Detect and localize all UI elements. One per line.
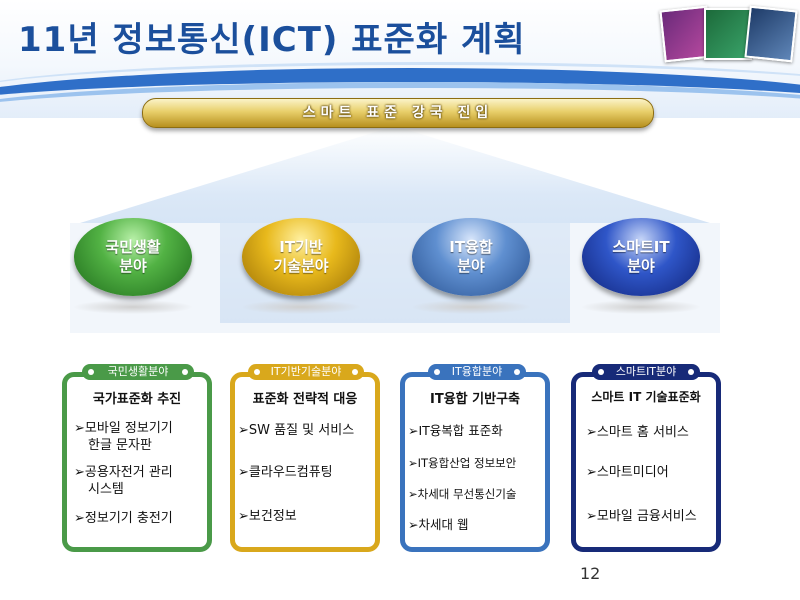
box-it-convergence: [400, 372, 550, 552]
list-item: ➢스마트 홈 서비스: [586, 425, 689, 440]
orb-label: IT기반: [279, 238, 323, 256]
box-title: 스마트 IT 기술표준화: [591, 390, 701, 404]
list-item: ➢IT융복합 표준화: [408, 423, 503, 438]
orb-label: 기술분야: [273, 257, 329, 275]
list-item: 한글 문자판: [88, 438, 152, 453]
list-item: ➢정보기기 충전기: [74, 511, 173, 526]
list-item: ➢차세대 웹: [408, 517, 469, 532]
page-number: 12: [580, 564, 601, 583]
box-citizen-life: [62, 372, 212, 552]
slide-title: 11년 정보통신(ICT) 표준화 계획: [18, 20, 526, 60]
list-item: ➢공용자전거 관리: [74, 465, 173, 480]
list-item: ➢차세대 무선통신기술: [408, 487, 517, 501]
decorative-thumbnail: [744, 5, 798, 63]
list-item: 시스템: [88, 482, 124, 497]
decorative-thumbnail: [704, 8, 752, 60]
orb-shadow: [74, 300, 192, 314]
orb-label: 분야: [457, 257, 485, 275]
header-swoosh: [0, 68, 800, 118]
orb-label: 국민생활: [105, 238, 161, 256]
box-tab: 국민생활분야: [82, 364, 194, 380]
list-item: ➢SW 품질 및 서비스: [238, 423, 355, 438]
orb-label: IT융합: [449, 238, 493, 256]
list-item: ➢모바일 금융서비스: [586, 509, 697, 524]
box-tab: IT융합분야: [428, 364, 526, 380]
orb-label: 분야: [119, 257, 147, 275]
header-swoosh: [0, 62, 800, 118]
header-swoosh: [0, 82, 800, 118]
orb-shadow: [242, 300, 360, 314]
box-title: 국가표준화 추진: [92, 392, 182, 407]
orb-label: 스마트IT: [612, 238, 670, 256]
list-item: ➢IT융합산업 정보보안: [408, 456, 517, 470]
list-item: ➢클라우드컴퓨팅: [238, 465, 333, 480]
orb-shadow: [412, 300, 530, 314]
box-tab: IT기반기술분야: [248, 364, 364, 380]
list-item: ➢모바일 정보기기: [74, 421, 173, 436]
box-title: IT융합 기반구축: [430, 392, 520, 407]
top-banner: 스마트 표준 강국 진입: [142, 98, 654, 128]
box-title: 표준화 전략적 대응: [252, 392, 358, 407]
box-it-base: [230, 372, 380, 552]
list-item: ➢스마트미디어: [586, 465, 669, 480]
slide-header: 11년 정보통신(ICT) 표준화 계획: [0, 0, 800, 118]
orb-shadow: [582, 300, 700, 314]
box-tab: 스마트IT분야: [592, 364, 700, 380]
orb-label: 분야: [627, 257, 655, 275]
list-item: ➢보건정보: [238, 509, 297, 524]
